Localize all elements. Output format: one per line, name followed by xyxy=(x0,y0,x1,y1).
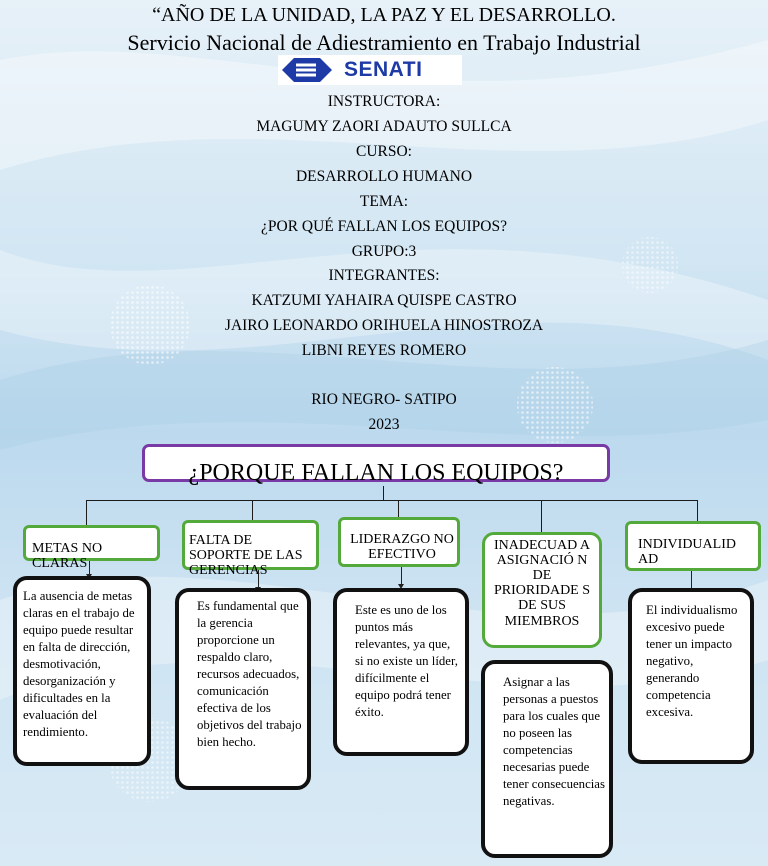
concept-map-title-text: ¿PORQUE FALLAN LOS EQUIPOS? xyxy=(188,460,564,486)
tema-value: ¿POR QUÉ FALLAN LOS EQUIPOS? xyxy=(261,218,507,235)
tema-label: TEMA: xyxy=(359,193,409,210)
arrow-3 xyxy=(398,567,404,589)
integrante-1: KATZUMI YAHAIRA QUISPE CASTRO xyxy=(251,292,517,309)
description-liderazgo-no-efectivo: Este es uno de los puntos más relevantes… xyxy=(333,588,469,756)
description-text: Este es uno de los puntos más relevantes… xyxy=(355,603,458,720)
heading-falta-de-soporte: FALTA DE SOPORTE DE LAS GERENCIAS xyxy=(182,520,319,578)
heading-individualidad: INDIVIDUALID AD xyxy=(625,521,761,571)
description-text: Es fundamental que la gerencia proporcio… xyxy=(197,599,302,750)
description-metas-no-claras: La ausencia de metas claras en el trabaj… xyxy=(13,576,151,766)
year-motto: “AÑO DE LA UNIDAD, LA PAZ Y EL DESARROLL… xyxy=(152,4,616,26)
year: 2023 xyxy=(368,416,400,433)
connector-drop-2 xyxy=(252,500,253,521)
connector-drop-3 xyxy=(398,500,399,518)
cover-section: “AÑO DE LA UNIDAD, LA PAZ Y EL DESARROLL… xyxy=(127,4,641,433)
description-inadecuada-asignacion: Asignar a las personas a puestos para lo… xyxy=(481,660,613,858)
heading-text: METAS NO CLARAS xyxy=(32,541,103,572)
heading-inadecuada-asignacion: INADECUAD A ASIGNACIÓ N DE PRIORIDADE S … xyxy=(482,532,602,648)
heading-liderazgo-no-efectivo: LIDERAZGO NO EFECTIVO xyxy=(338,517,460,567)
arrow-5 xyxy=(688,571,694,593)
connector-drop-4 xyxy=(541,500,542,533)
logo-text: SENATI xyxy=(344,58,423,81)
curso-label: CURSO: xyxy=(356,143,412,160)
heading-text: INADECUAD A ASIGNACIÓ N DE PRIORIDADE S … xyxy=(493,538,591,629)
integrantes-label: INTEGRANTES: xyxy=(328,267,440,284)
heading-text: LIDERAZGO NO EFECTIVO xyxy=(350,532,454,563)
connector-trunk xyxy=(383,486,384,500)
connector-drop-5 xyxy=(697,500,698,523)
institution-name: Servicio Nacional de Adiestramiento en T… xyxy=(127,30,641,55)
senati-emblem-icon xyxy=(282,58,332,82)
connector-horizontal xyxy=(86,500,698,501)
integrante-2: JAIRO LEONARDO ORIHUELA HINOSTROZA xyxy=(224,317,544,334)
senati-logo: SENATI xyxy=(278,55,462,85)
arrow-2 xyxy=(255,570,261,592)
description-text: Asignar a las personas a puestos para lo… xyxy=(503,675,605,809)
integrante-3: LIBNI REYES ROMERO xyxy=(301,342,467,359)
description-individualidad: El individualismo excesivo puede tener u… xyxy=(628,588,754,764)
concept-map-title: ¿PORQUE FALLAN LOS EQUIPOS? xyxy=(142,444,610,486)
curso-value: DESARROLLO HUMANO xyxy=(295,168,473,185)
location: RIO NEGRO- SATIPO xyxy=(311,391,457,408)
description-falta-de-soporte: Es fundamental que la gerencia proporcio… xyxy=(175,588,311,790)
description-text: La ausencia de metas claras en el trabaj… xyxy=(23,589,135,740)
heading-text: INDIVIDUALID AD xyxy=(638,537,736,568)
instructora-name: MAGUMY ZAORI ADAUTO SULLCA xyxy=(256,118,512,135)
heading-metas-no-claras: METAS NO CLARAS xyxy=(23,525,160,571)
heading-text: FALTA DE SOPORTE DE LAS GERENCIAS xyxy=(189,533,303,579)
instructora-label: INSTRUCTORA: xyxy=(327,93,441,110)
description-text: El individualismo excesivo puede tener u… xyxy=(646,603,738,720)
arrow-1 xyxy=(86,561,92,579)
grupo: GRUPO:3 xyxy=(351,243,417,260)
connector-drop-1 xyxy=(86,500,87,526)
